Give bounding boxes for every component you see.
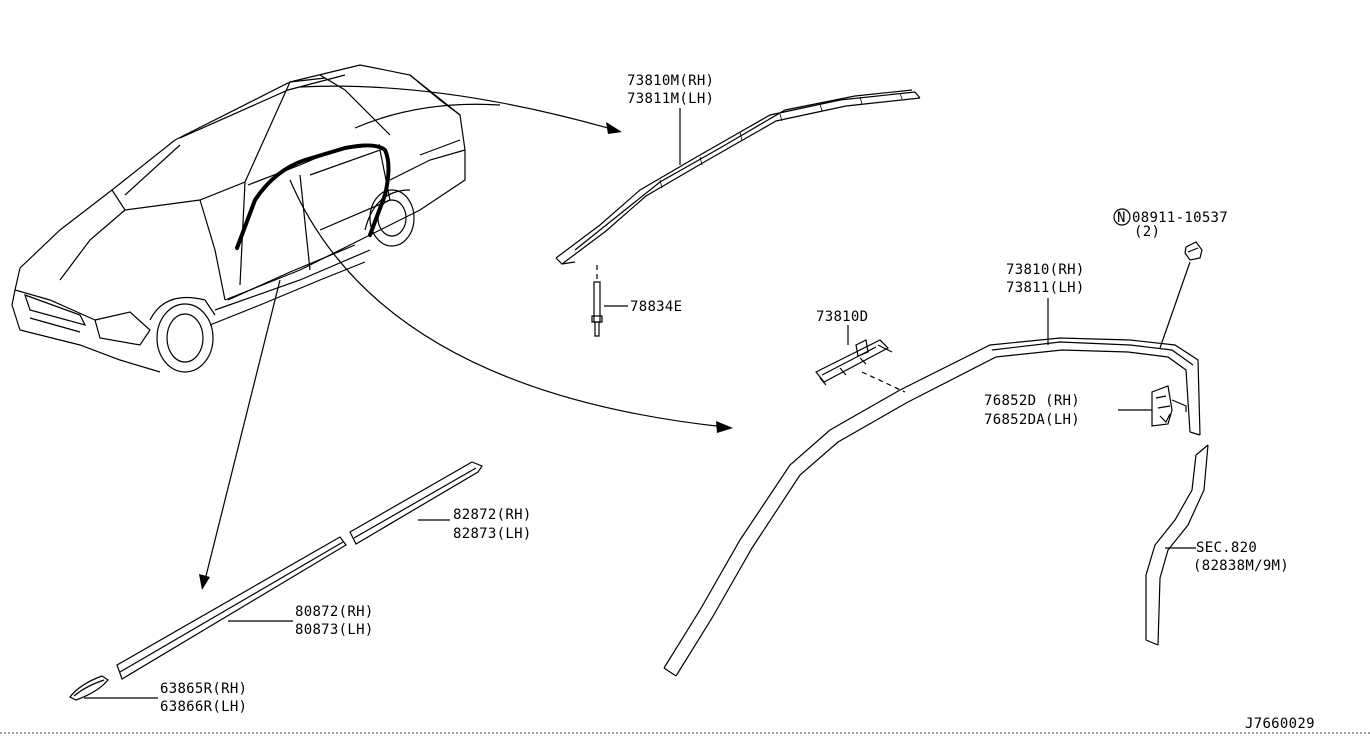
label-63866r-lh: 63866R(LH)	[160, 699, 247, 715]
label-nut-part: 08911-10537	[1132, 210, 1228, 226]
nut-symbol-icon: N	[1113, 208, 1131, 226]
label-80872-rh: 80872(RH)	[295, 604, 374, 620]
label-sec-820: SEC.820	[1196, 540, 1257, 556]
label-nut-qty: (2)	[1134, 224, 1160, 240]
label-73810-rh: 73810(RH)	[1006, 262, 1085, 278]
roof-molding-m-part	[555, 89, 921, 265]
leader-nut	[1159, 261, 1191, 349]
label-73811-lh: 73811(LH)	[1006, 280, 1085, 296]
label-82872-rh: 82872(RH)	[453, 507, 532, 523]
label-80873-lh: 80873(LH)	[295, 622, 374, 638]
fender-molding-part	[69, 675, 109, 701]
label-sec-820-parts: (82838M/9M)	[1193, 558, 1289, 574]
leader-dashed-73810d	[861, 371, 906, 393]
label-63865r-rh: 63865R(RH)	[160, 681, 247, 697]
label-73810d: 73810D	[816, 309, 868, 325]
label-82873-lh: 82873(LH)	[453, 526, 532, 542]
label-73811m-lh: 73811M(LH)	[627, 91, 714, 107]
callout-arrows	[199, 85, 733, 590]
label-78834e: 78834E	[630, 299, 682, 315]
car-illustration	[11, 64, 466, 373]
sec-820-part	[1145, 444, 1209, 646]
diagram-id: J7660029	[1245, 716, 1315, 732]
car-roof-molding-highlight	[235, 143, 391, 250]
roof-molding-part	[663, 337, 1201, 677]
label-76852d-rh: 76852D (RH)	[984, 393, 1080, 409]
rear-door-molding-part	[349, 461, 483, 545]
label-73810m-rh: 73810M(RH)	[627, 73, 714, 89]
clip-78834e-part	[591, 281, 603, 337]
label-76852da-lh: 76852DA(LH)	[984, 412, 1080, 428]
nut-part	[1184, 241, 1203, 261]
front-door-molding-part	[116, 536, 347, 680]
svg-text:N: N	[1117, 210, 1126, 226]
clip-73810d-part	[815, 339, 893, 386]
bracket-76852d-part	[1151, 385, 1187, 427]
